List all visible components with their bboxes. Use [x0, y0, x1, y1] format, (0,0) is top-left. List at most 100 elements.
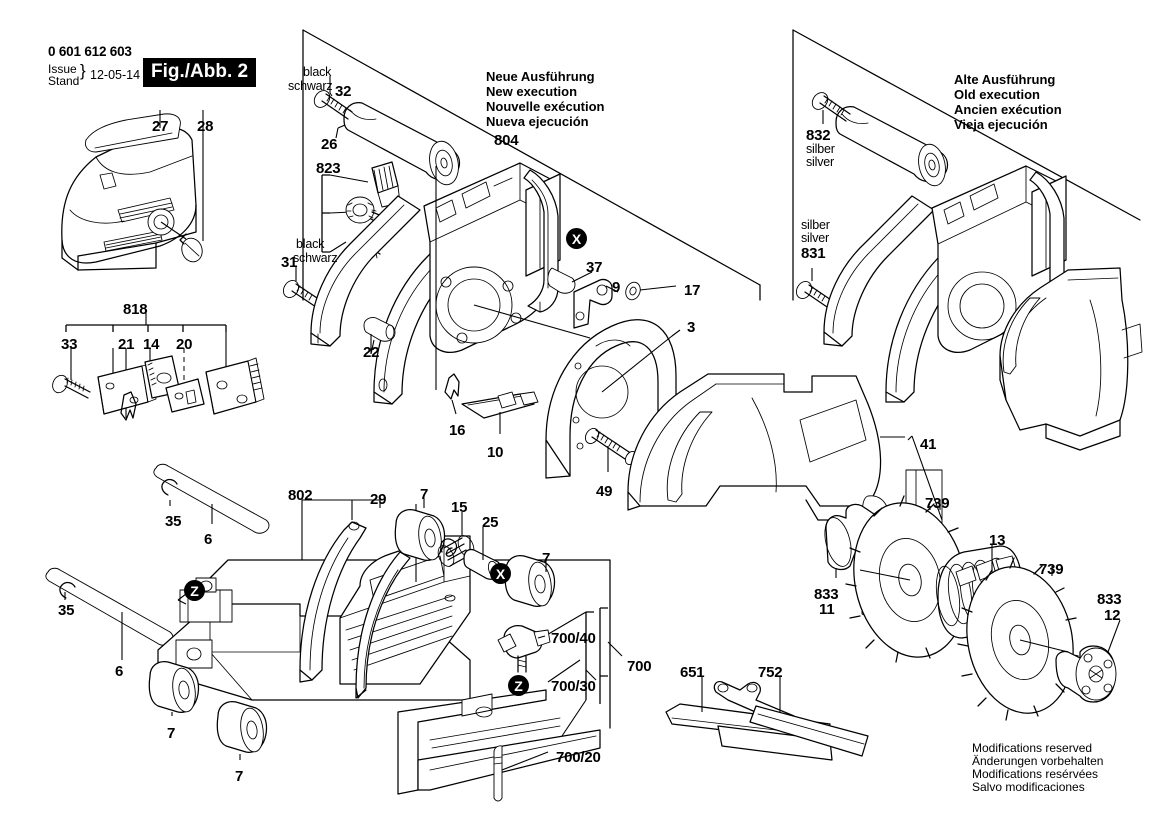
part-label-739: 739 — [925, 495, 950, 512]
disclaimer-es: Salvo modificaciones — [972, 780, 1085, 794]
old-execution-fr: Ancien exécution — [954, 102, 1062, 117]
part-label-16: 16 — [449, 422, 466, 439]
marker-z: Z — [508, 675, 529, 696]
part-label-833: 833 — [1097, 591, 1122, 608]
group-818-bracket — [52, 312, 265, 421]
disc-739-right — [957, 557, 1079, 721]
part-label-7: 7 — [167, 725, 176, 742]
part-label-29: 29 — [370, 491, 387, 508]
disclaimer-fr: Modifications resérvées — [972, 767, 1099, 781]
new-execution-en: New execution — [486, 84, 578, 99]
part-label-3: 3 — [687, 319, 696, 336]
screw-32 — [313, 90, 353, 120]
part-label-32: 32 — [335, 83, 352, 100]
new-execution-housing-assembly — [283, 76, 677, 434]
color-note-832-en: silver — [806, 155, 834, 169]
part-label-651: 651 — [680, 664, 705, 681]
part-label-7: 7 — [420, 486, 429, 503]
marker-x: X — [566, 228, 587, 249]
part-label-752: 752 — [758, 664, 783, 681]
part-label-700-40: 700/40 — [551, 630, 596, 647]
part-label-12: 12 — [1104, 607, 1121, 624]
guide-rail-700-group — [397, 607, 623, 802]
figure-badge: Fig./Abb. 2 — [143, 58, 257, 87]
old-execution-es: Vieja ejecución — [954, 117, 1048, 132]
color-note-831-de: silber — [801, 218, 830, 232]
part-label-831: 831 — [801, 245, 826, 262]
wheel-7-right — [216, 700, 268, 753]
thumbscrew-700-40 — [497, 624, 551, 673]
old-execution-en: Old execution — [954, 87, 1040, 102]
color-note-black-32-en: black — [303, 65, 332, 79]
part-label-13: 13 — [989, 532, 1006, 549]
new-execution-fr: Nouvelle exécution — [486, 99, 605, 114]
new-execution-de: Neue Ausführung — [486, 69, 595, 84]
part-label-35: 35 — [58, 602, 75, 619]
part-label-22: 22 — [363, 344, 380, 361]
part-label-9: 9 — [612, 279, 621, 296]
pin-700-20 — [493, 745, 503, 802]
base-plate-assembly — [45, 463, 611, 760]
part-label-31: 31 — [281, 254, 298, 271]
part-label-10: 10 — [487, 444, 504, 461]
part-label-833: 833 — [814, 586, 839, 603]
tool-752-wrench — [713, 676, 869, 757]
motor-cover-assembly — [61, 110, 204, 271]
issue-date: 12-05-14 — [90, 68, 141, 82]
disc-assembly — [824, 495, 1121, 721]
part-label-7: 7 — [235, 768, 244, 785]
screw-31 — [283, 280, 321, 308]
part-label-37: 37 — [586, 259, 603, 276]
part-number: 0 601 612 603 — [48, 44, 132, 59]
part-label-823: 823 — [316, 160, 341, 177]
part-label-6: 6 — [204, 531, 213, 548]
screw-831 — [796, 281, 835, 310]
color-note-black-31-en: black — [296, 237, 325, 251]
color-note-black-32-de: schwarz — [288, 79, 333, 93]
part-label-739: 739 — [1039, 561, 1064, 578]
part-label-35: 35 — [165, 513, 182, 530]
screw-33 — [52, 374, 91, 399]
wheel-7-left — [148, 660, 200, 713]
issue-brace: } — [80, 61, 86, 80]
part-label-832: 832 — [806, 127, 831, 144]
part-label-818: 818 — [123, 301, 148, 318]
old-execution-de: Alte Ausführung — [954, 72, 1056, 87]
spring-15 — [437, 535, 475, 567]
disclaimer-de: Änderungen vorbehalten — [972, 754, 1104, 768]
lever-9 — [573, 278, 613, 329]
issue-label: Issue — [48, 62, 77, 76]
color-note-831-en: silver — [801, 231, 829, 245]
part-label-21: 21 — [118, 336, 135, 353]
part-label-7: 7 — [542, 550, 551, 567]
pin-37 — [547, 267, 576, 294]
roller-7c — [394, 508, 446, 561]
part-label-33: 33 — [61, 336, 78, 353]
part-label-20: 20 — [176, 336, 193, 353]
new-execution-es: Nueva ejecución — [486, 114, 589, 129]
part-label-41: 41 — [920, 436, 937, 453]
color-note-832-de: silber — [806, 142, 835, 156]
part-label-700: 700 — [627, 658, 652, 675]
hub-833-12 — [1055, 645, 1117, 703]
part-label-11: 11 — [819, 601, 835, 618]
part-label-804: 804 — [494, 132, 519, 149]
part-label-6: 6 — [115, 663, 124, 680]
screw-28 — [179, 233, 203, 263]
screw-832 — [811, 92, 851, 122]
marker-x: X — [490, 563, 511, 584]
part-label-700-20: 700/20 — [556, 749, 601, 766]
marker-z: Z — [184, 580, 205, 601]
disclaimer-en: Modifications reserved — [972, 741, 1093, 755]
part-label-27: 27 — [152, 118, 169, 135]
part-label-700-30: 700/30 — [551, 678, 596, 695]
old-execution-assembly — [796, 92, 1143, 451]
part-label-28: 28 — [197, 118, 214, 135]
part-label-14: 14 — [143, 336, 160, 353]
screw-49 — [584, 428, 638, 466]
blade-10 — [461, 391, 539, 419]
pin-22 — [363, 317, 396, 342]
part-label-15: 15 — [451, 499, 468, 516]
